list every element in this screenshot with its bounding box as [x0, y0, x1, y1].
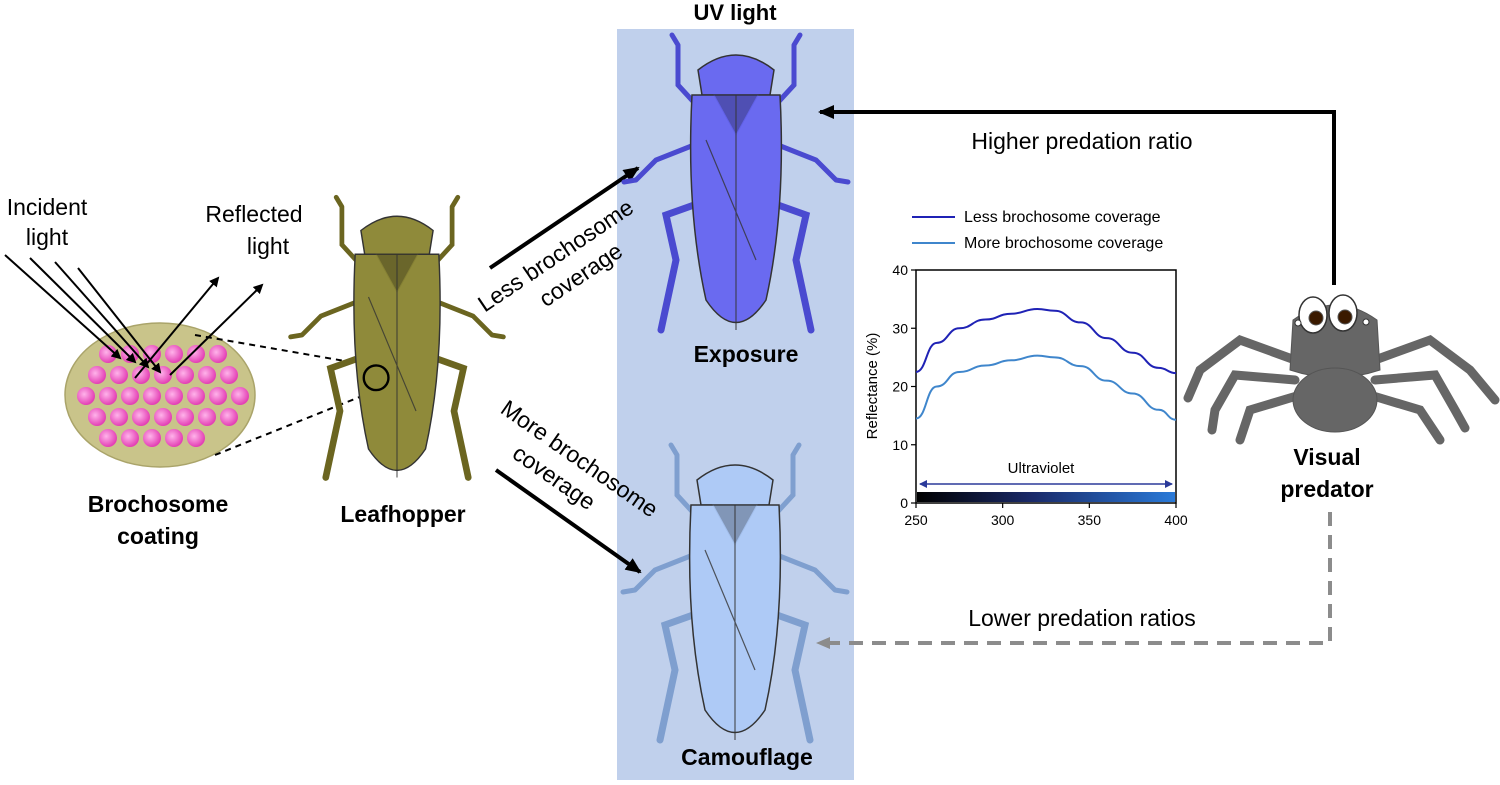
reflected-light-label-2: light	[247, 233, 290, 259]
brochosome-bead	[209, 387, 227, 405]
visual-predator-spider	[1183, 294, 1500, 445]
y-tick-label: 0	[900, 495, 908, 511]
chart-y-ticks: 0 10 20 30 40	[892, 262, 916, 511]
brochosome-bead	[187, 429, 205, 447]
chart-y-axis-label: Reflectance (%)	[864, 333, 881, 440]
brochosome-bead	[132, 366, 150, 384]
brochosome-coating-label: Brochosome	[88, 491, 229, 517]
brochosome-coating-disc	[64, 322, 256, 468]
incident-light-label-2: light	[26, 224, 69, 250]
brochosome-bead	[132, 408, 150, 426]
reflected-light-label: Reflected	[205, 201, 302, 227]
y-tick-label: 40	[892, 262, 908, 278]
less-coverage-arrow	[488, 166, 640, 270]
brochosome-bead	[77, 387, 95, 405]
visual-predator-label-2: predator	[1280, 476, 1373, 502]
leafhopper-illustration	[291, 197, 504, 477]
light-rays	[4, 254, 264, 379]
brochosome-bead	[88, 366, 106, 384]
y-tick-label: 10	[892, 437, 908, 453]
brochosome-particles	[77, 345, 249, 447]
brochosome-bead	[165, 429, 183, 447]
brochosome-bead	[143, 387, 161, 405]
exposure-label: Exposure	[694, 341, 799, 367]
lower-predation-arrow	[816, 512, 1332, 649]
lower-predation-label: Lower predation ratios	[968, 605, 1196, 631]
brochosome-bead	[198, 408, 216, 426]
more-coverage-arrow	[494, 468, 642, 574]
chart-x-ticks: 250 300 350 400	[904, 503, 1188, 528]
leafhopper-label: Leafhopper	[340, 501, 465, 527]
higher-predation-label: Higher predation ratio	[971, 128, 1192, 154]
uv-band-gradient	[917, 492, 1175, 502]
series-line-1	[915, 308, 1177, 375]
x-tick-label: 250	[904, 512, 928, 528]
y-tick-label: 20	[892, 379, 908, 395]
brochosome-bead	[110, 366, 128, 384]
brochosome-bead	[176, 366, 194, 384]
y-tick-label: 30	[892, 320, 908, 336]
brochosome-bead	[143, 429, 161, 447]
brochosome-bead	[99, 387, 117, 405]
series-line-2	[915, 354, 1177, 421]
higher-predation-arrow	[818, 105, 1336, 285]
brochosome-bead	[220, 408, 238, 426]
brochosome-bead	[110, 408, 128, 426]
brochosome-bead	[187, 387, 205, 405]
visual-predator-label: Visual	[1293, 444, 1360, 470]
brochosome-coating-label-2: coating	[117, 523, 199, 549]
incident-light-label: Incident	[7, 194, 88, 220]
brochosome-bead	[231, 387, 249, 405]
brochosome-bead	[187, 345, 205, 363]
brochosome-bead	[198, 366, 216, 384]
brochosome-bead	[165, 387, 183, 405]
chart-series	[915, 308, 1177, 421]
brochosome-bead	[154, 408, 172, 426]
brochosome-bead	[121, 429, 139, 447]
brochosome-bead	[165, 345, 183, 363]
uv-band-label: Ultraviolet	[1008, 460, 1076, 477]
legend-label-1: Less brochosome coverage	[964, 209, 1161, 226]
x-tick-label: 400	[1164, 512, 1188, 528]
legend-label-2: More brochosome coverage	[964, 235, 1163, 252]
x-tick-label: 300	[991, 512, 1015, 528]
brochosome-bead	[88, 408, 106, 426]
camouflage-label: Camouflage	[681, 744, 813, 770]
chart-plot-frame	[915, 269, 1177, 504]
x-tick-label: 350	[1078, 512, 1102, 528]
brochosome-bead	[121, 387, 139, 405]
zoom-dashed-lines	[194, 334, 373, 456]
reflectance-chart: 0 10 20 30 40 250 300 350 400 Ultraviolet Refle…	[864, 209, 1188, 528]
brochosome-bead	[209, 345, 227, 363]
brochosome-bead	[99, 429, 117, 447]
brochosome-bead	[220, 366, 238, 384]
brochosome-bead	[176, 408, 194, 426]
uv-light-title: UV light	[693, 0, 777, 25]
